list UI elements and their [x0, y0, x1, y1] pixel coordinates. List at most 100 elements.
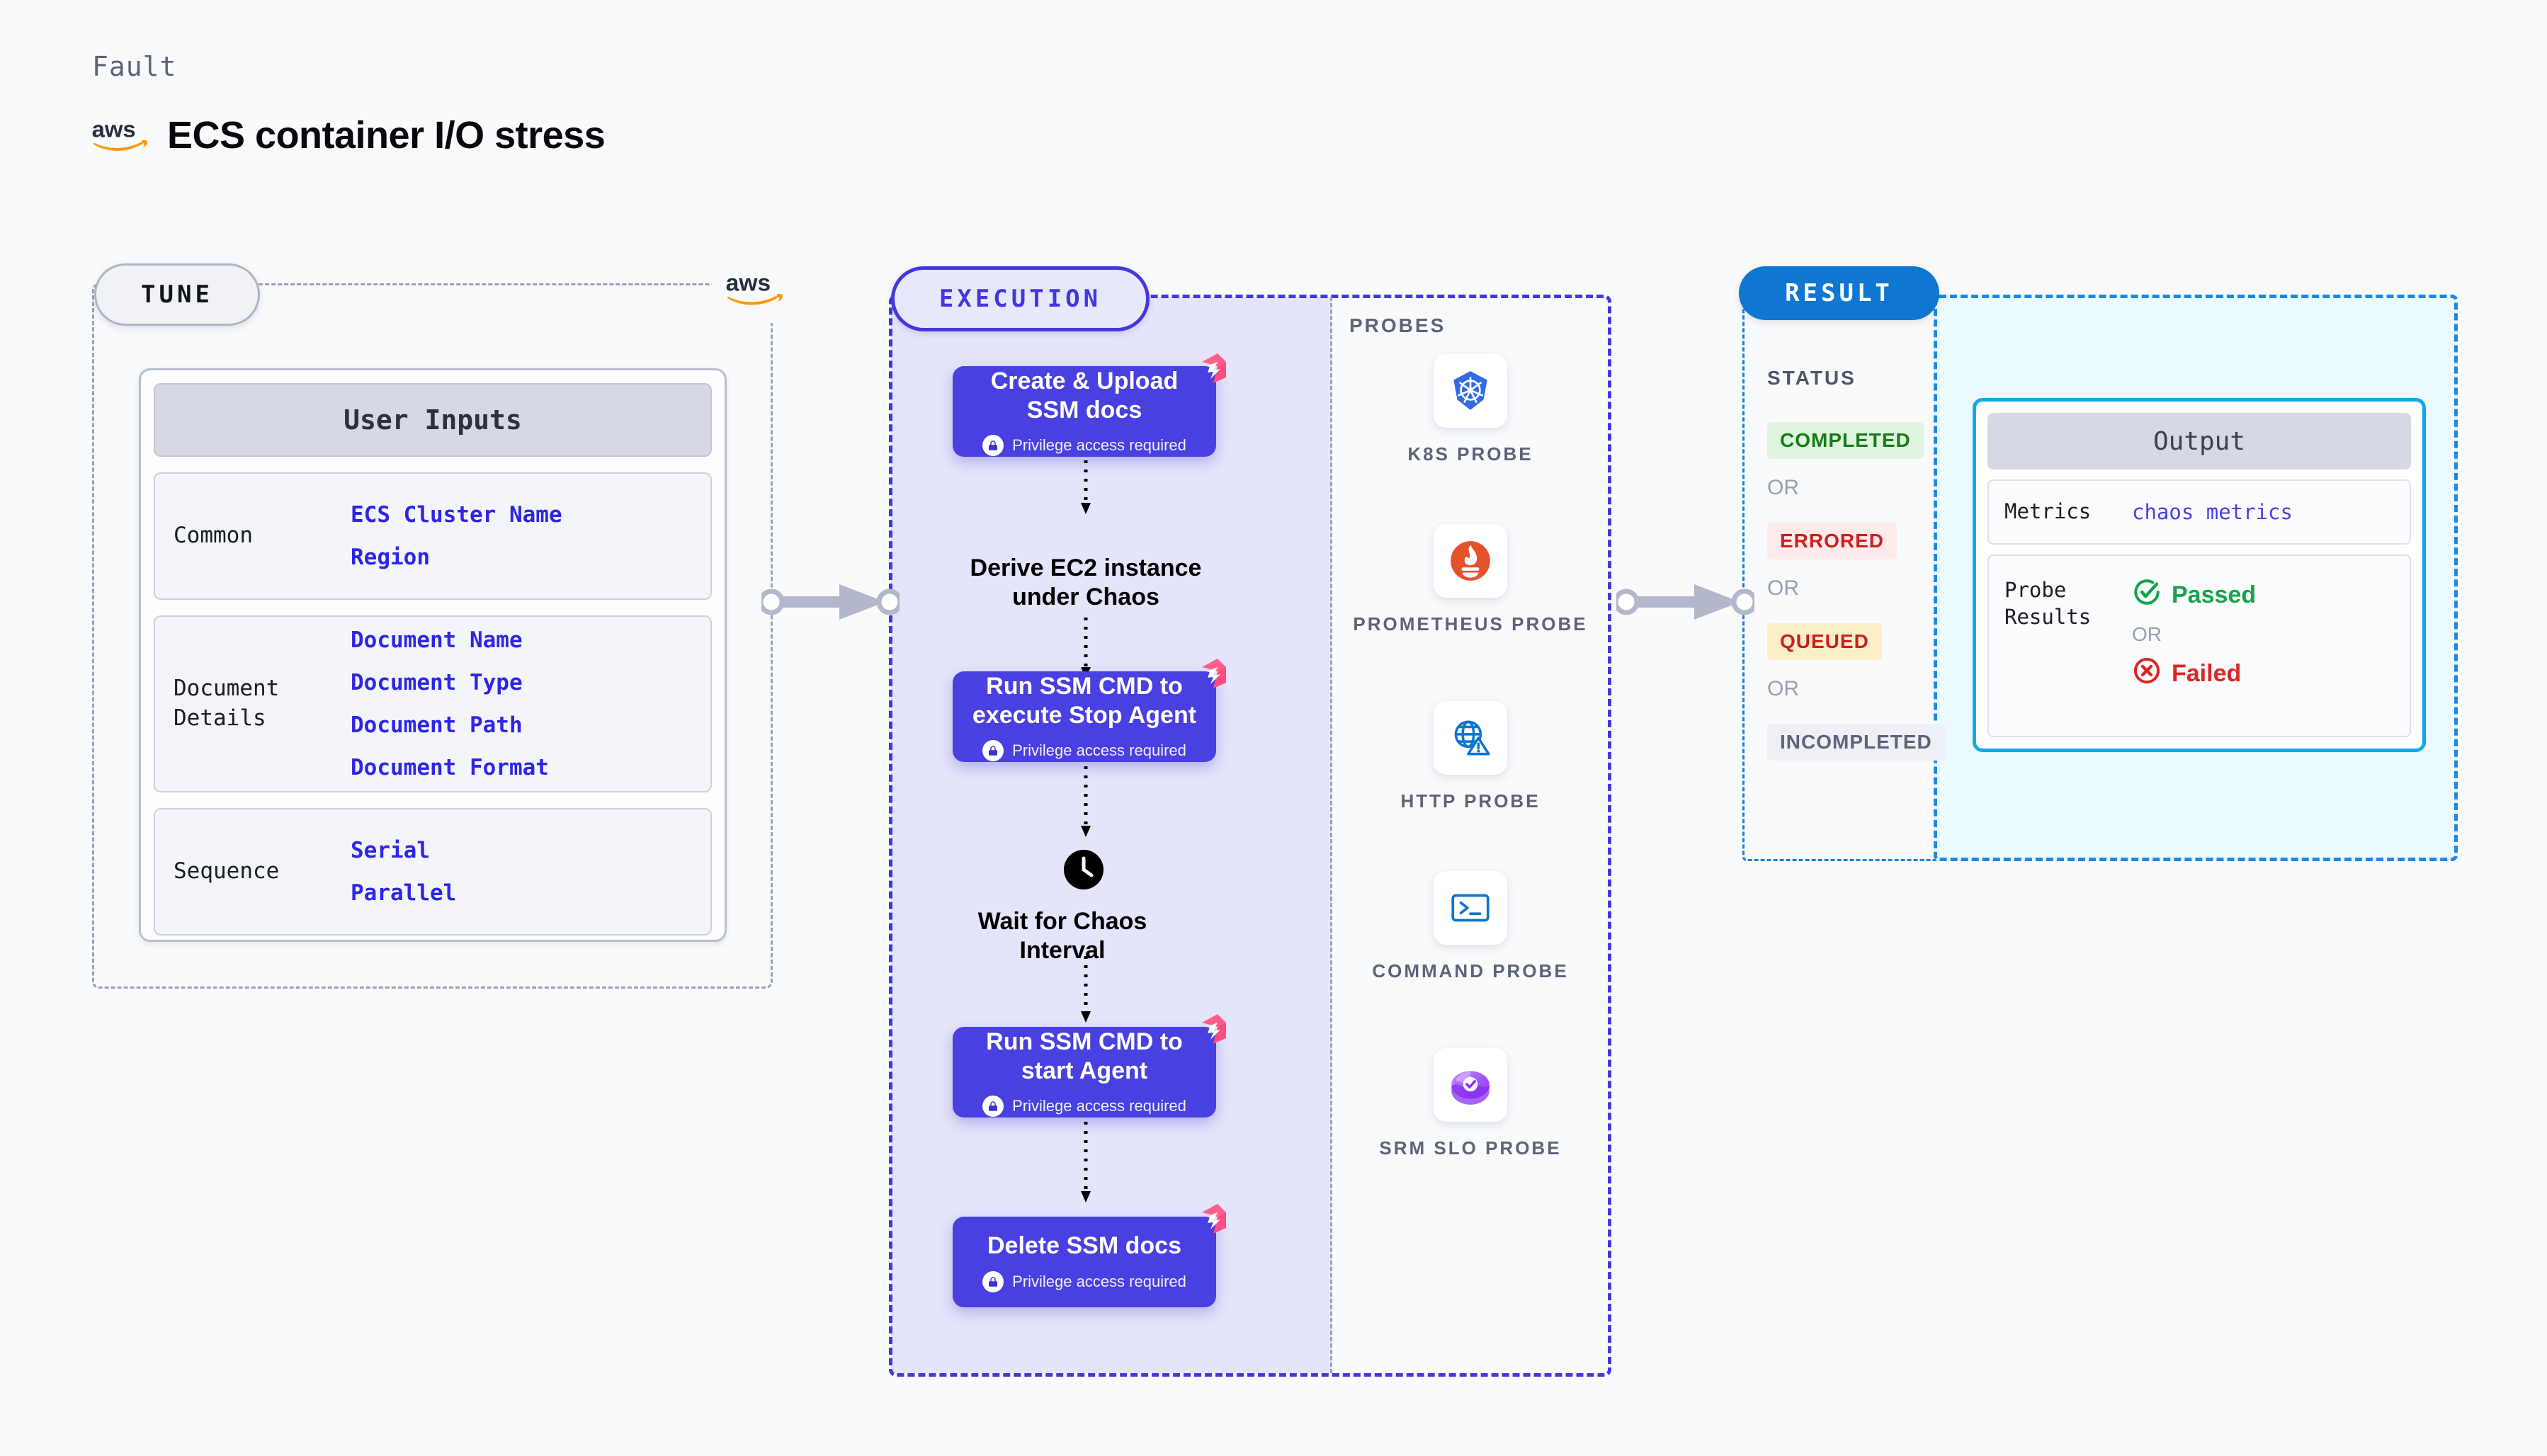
probes-divider	[1330, 297, 1332, 1373]
page-title-row: aws ECS container I/O stress	[91, 113, 606, 157]
execution-step-delete-ssm-docs[interactable]: Delete SSM docs Privilege access require…	[953, 1204, 1226, 1307]
execution-step-run-ssm-start-agent[interactable]: Run SSM CMD to start Agent Privilege acc…	[953, 1014, 1226, 1117]
probe-label: SRM SLO PROBE	[1379, 1137, 1562, 1159]
or-separator: OR	[2132, 623, 2162, 645]
passed-label: Passed	[2172, 581, 2257, 608]
input-group-label: Common	[174, 523, 253, 549]
lock-icon	[982, 1096, 1004, 1117]
probes-section-label: PROBES	[1349, 314, 1446, 336]
http-globe-icon	[1434, 701, 1507, 775]
input-value[interactable]: Document Type	[351, 670, 523, 695]
x-circle-icon	[2132, 656, 2162, 692]
connector-tune-to-execution	[758, 577, 903, 630]
svg-text:aws: aws	[726, 271, 771, 297]
status-section-label: STATUS	[1767, 367, 1856, 389]
input-group-sequence: Sequence Serial Parallel	[154, 808, 712, 935]
privilege-note: Privilege access required	[982, 1096, 1186, 1117]
status-badge-errored: ERRORED	[1767, 523, 1898, 559]
probe-results-label: Probe Results	[2004, 578, 2092, 629]
fault-kicker-label: Fault	[92, 51, 177, 82]
output-row-probe-results: Probe Results Passed OR	[1987, 554, 2411, 737]
probe-item-prometheus[interactable]: PROMETHEUS PROBE	[1332, 524, 1609, 637]
harness-flag-icon	[1189, 1011, 1229, 1048]
flow-arrow	[1080, 1122, 1091, 1210]
lock-icon	[982, 1270, 1004, 1292]
step-title: Run SSM CMD to execute Stop Agent	[972, 672, 1197, 729]
step-title: Create & Upload SSM docs	[990, 367, 1179, 423]
result-pill-label: RESULT	[1739, 266, 1939, 320]
input-group-label: Document Details	[174, 676, 280, 731]
aws-logo-icon: aws	[91, 115, 149, 155]
privilege-note-text: Privilege access required	[1012, 1272, 1186, 1290]
privilege-note-text: Privilege access required	[1012, 741, 1186, 760]
clock-icon	[1062, 848, 1105, 894]
input-value[interactable]: Serial	[351, 838, 430, 863]
execution-step-derive-ec2-instance: Derive EC2 instance under Chaos	[970, 554, 1202, 611]
status-badge-completed: COMPLETED	[1767, 422, 1924, 459]
output-row-metrics: Metrics chaos metrics	[1987, 479, 2411, 545]
tune-pill-label: TUNE	[94, 263, 260, 326]
input-group-document-details: Document Details Document Name Document …	[154, 615, 712, 792]
terminal-icon	[1434, 871, 1507, 945]
step-title: Run SSM CMD to start Agent	[986, 1028, 1183, 1084]
tune-panel	[92, 283, 773, 989]
input-value[interactable]: Parallel	[351, 880, 457, 906]
status-badge-queued: QUEUED	[1767, 623, 1882, 660]
flow-arrow	[1080, 766, 1091, 845]
execution-flow-background	[891, 297, 1332, 1373]
privilege-note: Privilege access required	[982, 435, 1186, 457]
page-title: ECS container I/O stress	[167, 114, 606, 157]
tune-aws-badge-icon: aws	[712, 255, 797, 323]
harness-flag-icon	[1189, 1201, 1229, 1238]
kubernetes-icon	[1434, 354, 1507, 428]
status-badge-incompleted: INCOMPLETED	[1767, 724, 1945, 761]
input-value[interactable]: Region	[351, 545, 430, 570]
user-inputs-title: User Inputs	[154, 383, 712, 457]
probe-label: K8S PROBE	[1407, 443, 1533, 465]
connector-execution-to-result	[1613, 577, 1758, 630]
metrics-label: Metrics	[2004, 499, 2092, 524]
probe-label: COMMAND PROBE	[1372, 960, 1569, 982]
input-group-common: Common ECS Cluster Name Region	[154, 472, 712, 600]
privilege-note-text: Privilege access required	[1012, 1097, 1186, 1115]
prometheus-icon	[1434, 524, 1507, 598]
metrics-value[interactable]: chaos metrics	[2132, 500, 2293, 524]
harness-flag-icon	[1189, 656, 1229, 693]
or-separator: OR	[1767, 476, 1799, 499]
execution-pill-label: EXECUTION	[891, 266, 1150, 331]
input-value[interactable]: Document Name	[351, 627, 523, 653]
input-value[interactable]: Document Format	[351, 755, 549, 780]
step-title: Wait for Chaos Interval	[977, 908, 1147, 965]
or-separator: OR	[1767, 677, 1799, 700]
harness-flag-icon	[1189, 351, 1229, 387]
probe-item-command[interactable]: COMMAND PROBE	[1332, 871, 1609, 984]
probe-result-failed: Failed	[2132, 656, 2256, 692]
lock-icon	[982, 740, 1004, 762]
probe-item-k8s[interactable]: K8S PROBE	[1332, 354, 1609, 467]
step-title: Delete SSM docs	[987, 1232, 1181, 1260]
probe-item-http[interactable]: HTTP PROBE	[1332, 701, 1609, 814]
lock-icon	[982, 435, 1004, 457]
check-circle-icon	[2132, 577, 2162, 613]
flow-arrow	[1080, 460, 1091, 522]
privilege-note: Privilege access required	[982, 1270, 1186, 1292]
execution-step-run-ssm-stop-agent[interactable]: Run SSM CMD to execute Stop Agent Privil…	[953, 659, 1226, 762]
output-title: Output	[1987, 413, 2411, 470]
failed-label: Failed	[2172, 660, 2242, 687]
output-card: Output Metrics chaos metrics Probe Resul…	[1973, 398, 2426, 752]
input-value[interactable]: Document Path	[351, 712, 523, 738]
execution-step-create-upload-ssm-docs[interactable]: Create & Upload SSM docs Privilege acces…	[953, 353, 1226, 457]
privilege-note: Privilege access required	[982, 740, 1186, 762]
svg-text:aws: aws	[92, 115, 136, 142]
input-group-label: Sequence	[174, 858, 280, 885]
probe-label: PROMETHEUS PROBE	[1353, 613, 1588, 635]
user-inputs-card: User Inputs Common ECS Cluster Name Regi…	[139, 368, 727, 942]
probe-item-srm-slo[interactable]: SRM SLO PROBE	[1332, 1048, 1609, 1161]
input-value[interactable]: ECS Cluster Name	[351, 502, 562, 528]
or-separator: OR	[1767, 576, 1799, 600]
probe-label: HTTP PROBE	[1400, 790, 1541, 812]
privilege-note-text: Privilege access required	[1012, 436, 1186, 455]
execution-panel	[889, 295, 1611, 1377]
flow-arrow	[1080, 956, 1091, 1030]
execution-step-wait-for-chaos-interval: Wait for Chaos Interval	[978, 848, 1155, 966]
